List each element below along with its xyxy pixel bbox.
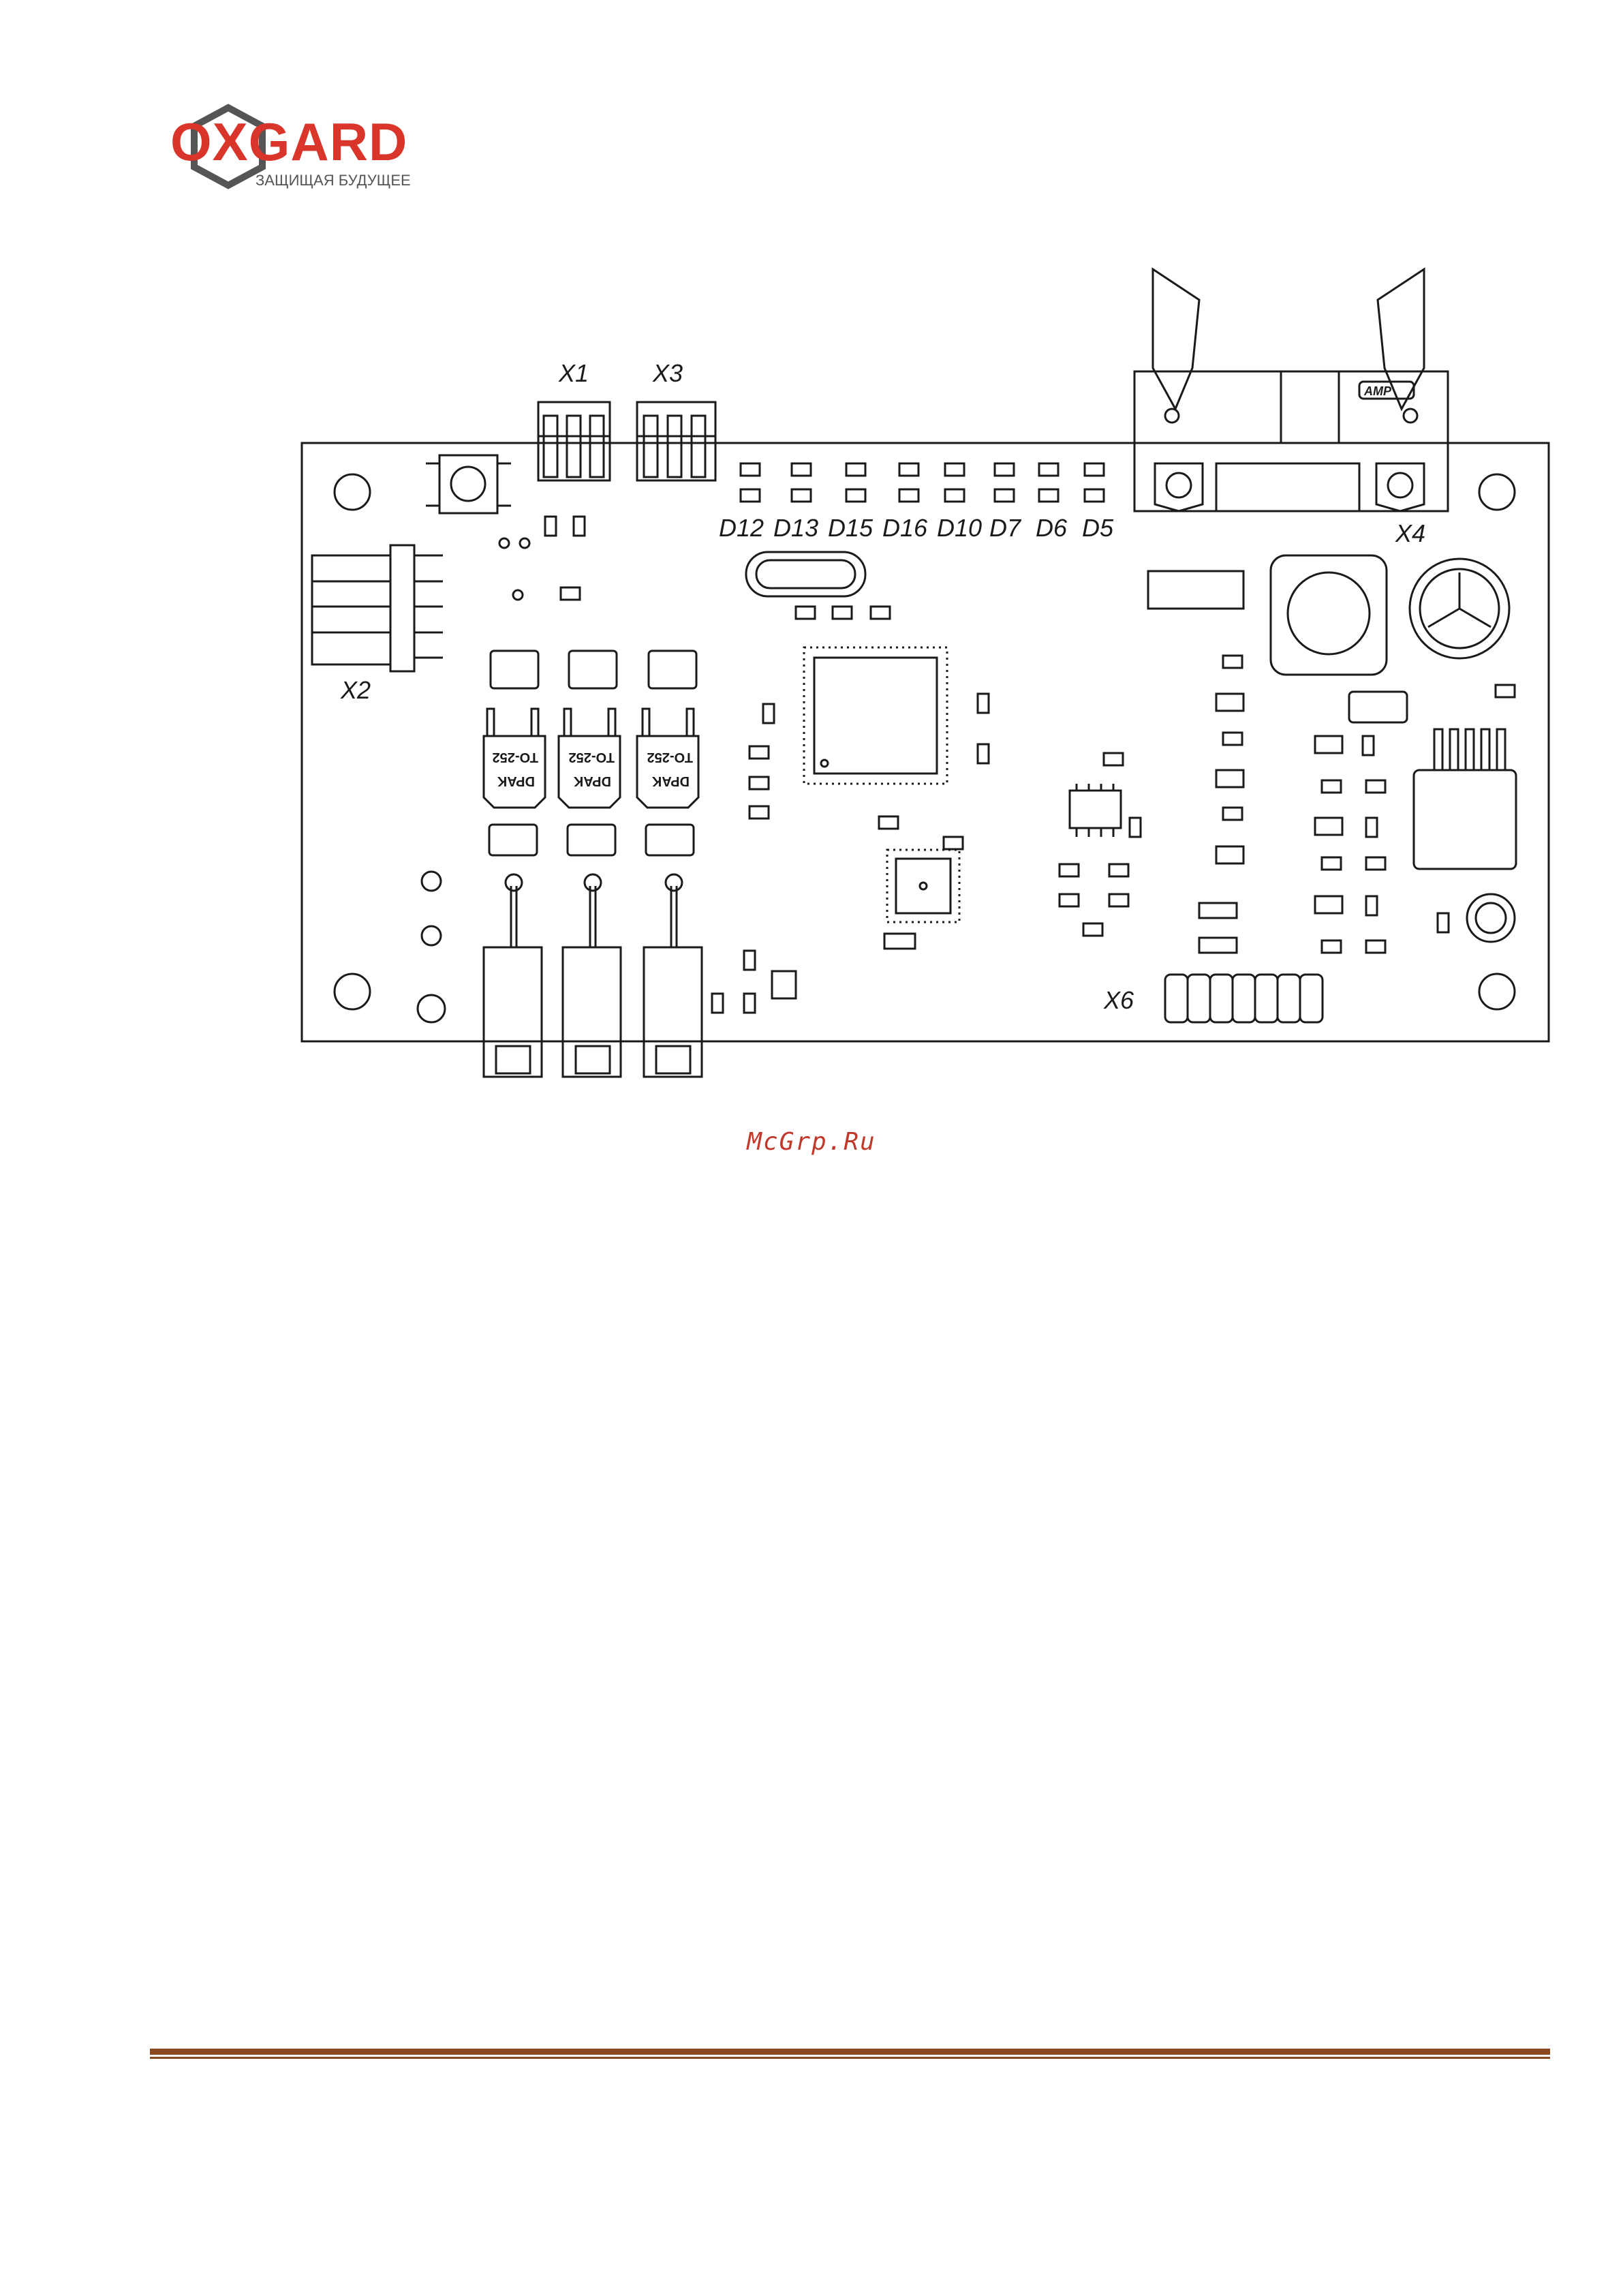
label-d6: D6 [1036, 514, 1068, 542]
sma-diodes-top [491, 651, 696, 688]
connector-x2 [312, 545, 443, 671]
round-buzzer [1410, 559, 1509, 658]
dpak-3-bottom: DPAK [651, 774, 690, 789]
label-d16: D16 [882, 514, 928, 542]
label-d7: D7 [989, 514, 1022, 542]
footer-rule-thin [150, 2057, 1550, 2059]
sma-diodes-bottom [489, 825, 694, 855]
dpak-1-top: TO-252 [493, 750, 538, 765]
ic-soic-16 [1148, 571, 1243, 609]
label-d12: D12 [719, 514, 764, 542]
label-d5: D5 [1082, 514, 1114, 542]
trimmer [1467, 894, 1515, 942]
label-x1: X1 [558, 359, 589, 387]
label-x2: X2 [340, 676, 371, 704]
crystal [746, 552, 865, 596]
connector-x4 [1134, 269, 1448, 511]
tact-button [426, 455, 511, 513]
label-d10: D10 [937, 514, 982, 542]
label-x6: X6 [1103, 986, 1134, 1014]
watermark: McGrp.Ru [0, 1128, 1623, 1156]
dpak-3-top: TO-252 [647, 750, 693, 765]
connector-x1 [538, 402, 610, 480]
mcu-qfp [804, 647, 947, 784]
footer-rule [150, 2049, 1550, 2059]
connector-x3 [637, 402, 715, 480]
label-d13: D13 [773, 514, 818, 542]
label-x3: X3 [652, 359, 683, 387]
led-row [741, 463, 1104, 502]
ic-qfn [887, 850, 959, 922]
label-x4: X4 [1395, 519, 1425, 547]
footer-rule-thick [150, 2049, 1550, 2055]
dpak-2-bottom: DPAK [573, 774, 611, 789]
connector-x6 [1165, 975, 1323, 1022]
label-amp: AMP [1363, 384, 1392, 398]
dpak-1-bottom: DPAK [497, 774, 535, 789]
buzzer [1271, 555, 1387, 675]
label-d15: D15 [828, 514, 874, 542]
vertical-module [1414, 729, 1516, 869]
ic-soic-8 [1070, 784, 1121, 837]
terminals [484, 874, 702, 1077]
dpak-2-top: TO-252 [569, 750, 615, 765]
